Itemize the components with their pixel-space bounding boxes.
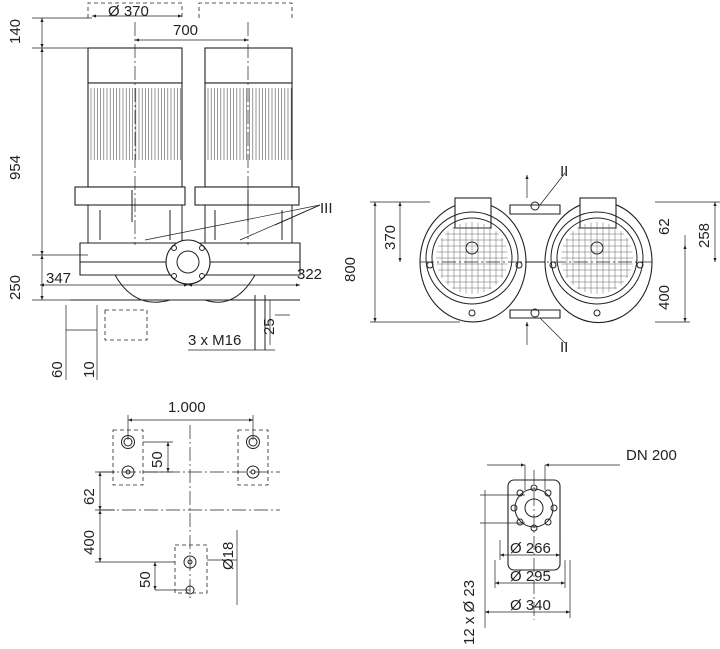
label-62-bottom: 62	[81, 488, 98, 505]
label-holes: 12 x Ø 23	[461, 580, 478, 645]
label-50-bottom: 50	[137, 571, 154, 588]
label-roman-3: III	[320, 200, 333, 217]
label-700: 700	[173, 22, 198, 39]
label-roman-2-top: II	[560, 163, 568, 180]
label-10: 10	[81, 361, 98, 378]
label-m16: 3 x M16	[188, 332, 241, 349]
foundation-plan: 1.000 50 62 400 Ø18 50	[81, 399, 280, 605]
label-roman-2-bottom: II	[560, 339, 568, 356]
label-phi340: Ø 340	[510, 597, 551, 614]
label-347: 347	[46, 270, 71, 287]
label-370: 370	[382, 225, 399, 250]
label-954: 954	[7, 155, 24, 180]
label-800: 800	[342, 257, 359, 282]
motor-grid-left	[425, 211, 519, 305]
label-250: 250	[7, 275, 24, 300]
side-view: Ø 370 700 140 954 250 347 322 25 3 x M16…	[7, 2, 333, 380]
flange-detail: DN 200 Ø 266 Ø 295 Ø 340 12 x Ø 23	[461, 447, 677, 645]
motor-grid-right	[550, 211, 644, 305]
label-322: 322	[297, 266, 322, 283]
top-view: II II 800 370 62 258 400	[342, 163, 720, 356]
label-25: 25	[261, 318, 278, 335]
label-phi266: Ø 266	[510, 540, 551, 557]
label-258: 258	[696, 223, 713, 248]
label-1000: 1.000	[168, 399, 206, 416]
label-400-bottom: 400	[81, 530, 98, 555]
label-50-top: 50	[149, 451, 166, 468]
label-phi18: Ø18	[220, 542, 237, 570]
label-140: 140	[7, 19, 24, 44]
motor-right	[204, 47, 293, 188]
label-62-top: 62	[656, 218, 673, 235]
label-60: 60	[49, 361, 66, 378]
label-dn200: DN 200	[626, 447, 677, 464]
label-400-top: 400	[656, 285, 673, 310]
label-phi295: Ø 295	[510, 568, 551, 585]
label-phi370: Ø 370	[108, 3, 149, 20]
